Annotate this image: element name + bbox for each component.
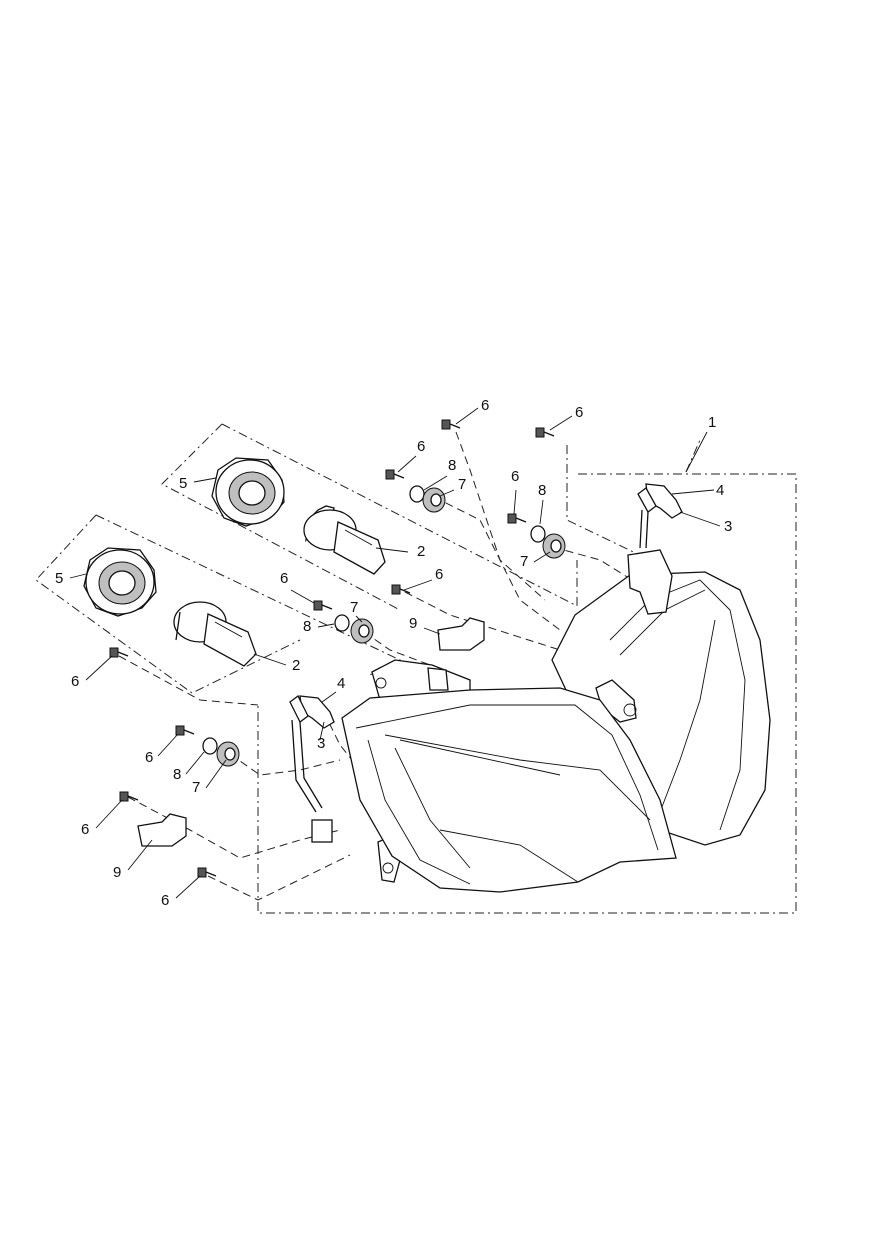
callout-labels: 1 2 2 3 3 4 4 5 5 6 6 6 6 6 6 6 6 6 6 7 … <box>55 397 732 909</box>
callout-6: 6 <box>511 468 519 485</box>
dust-cover-5a <box>211 457 285 527</box>
side-bulb-3b <box>289 695 335 843</box>
headlight-assembly <box>341 549 771 893</box>
callout-6: 6 <box>81 821 89 838</box>
callout-7: 7 <box>350 599 358 616</box>
washer-8a <box>409 485 425 503</box>
washer-8b <box>530 525 546 543</box>
callout-2: 2 <box>292 657 300 674</box>
callout-4: 4 <box>716 482 724 499</box>
grommet-7d <box>216 741 240 767</box>
callout-6: 6 <box>71 673 79 690</box>
side-bulb-3a <box>637 483 683 549</box>
halogen-bulb-2b <box>173 601 257 667</box>
grommet-7c <box>350 618 374 644</box>
callout-4: 4 <box>337 675 345 692</box>
dust-cover-5b <box>83 547 157 617</box>
callout-5: 5 <box>179 475 187 492</box>
callout-6: 6 <box>575 404 583 421</box>
screw-6b <box>535 427 555 438</box>
callout-3: 3 <box>317 735 325 752</box>
callout-8: 8 <box>173 766 181 783</box>
screw-6a <box>441 419 461 430</box>
leader-lines <box>69 407 721 899</box>
bracket-9a <box>437 617 485 651</box>
callout-9: 9 <box>409 615 417 632</box>
washer-8c <box>334 614 350 632</box>
screw-6i <box>119 791 139 802</box>
callout-2: 2 <box>417 543 425 560</box>
bracket-9b <box>137 813 187 847</box>
screw-6h <box>175 725 195 736</box>
screw-6g <box>109 647 129 658</box>
callout-6: 6 <box>481 397 489 414</box>
screw-6c <box>385 469 405 480</box>
callout-7: 7 <box>458 476 466 493</box>
callout-5: 5 <box>55 570 63 587</box>
callout-7: 7 <box>192 779 200 796</box>
callout-6: 6 <box>280 570 288 587</box>
callout-7: 7 <box>520 553 528 570</box>
fasteners <box>109 419 566 878</box>
screw-6j <box>197 867 217 878</box>
washer-8d <box>202 737 218 755</box>
callout-6: 6 <box>145 749 153 766</box>
halogen-bulb-2a <box>303 505 386 575</box>
callout-6: 6 <box>417 438 425 455</box>
grommet-7b <box>542 533 566 559</box>
screw-6d <box>507 513 527 524</box>
callout-9: 9 <box>113 864 121 881</box>
callout-1: 1 <box>708 414 716 431</box>
lower-bulb-group <box>83 547 335 843</box>
callout-8: 8 <box>538 482 546 499</box>
callout-6: 6 <box>435 566 443 583</box>
grommet-7a <box>422 487 446 513</box>
screw-6f <box>391 584 411 595</box>
screw-6e <box>313 600 333 611</box>
callout-8: 8 <box>448 457 456 474</box>
callout-6: 6 <box>161 892 169 909</box>
callout-3: 3 <box>724 518 732 535</box>
callout-8: 8 <box>303 618 311 635</box>
upper-bulb-group <box>211 457 683 575</box>
